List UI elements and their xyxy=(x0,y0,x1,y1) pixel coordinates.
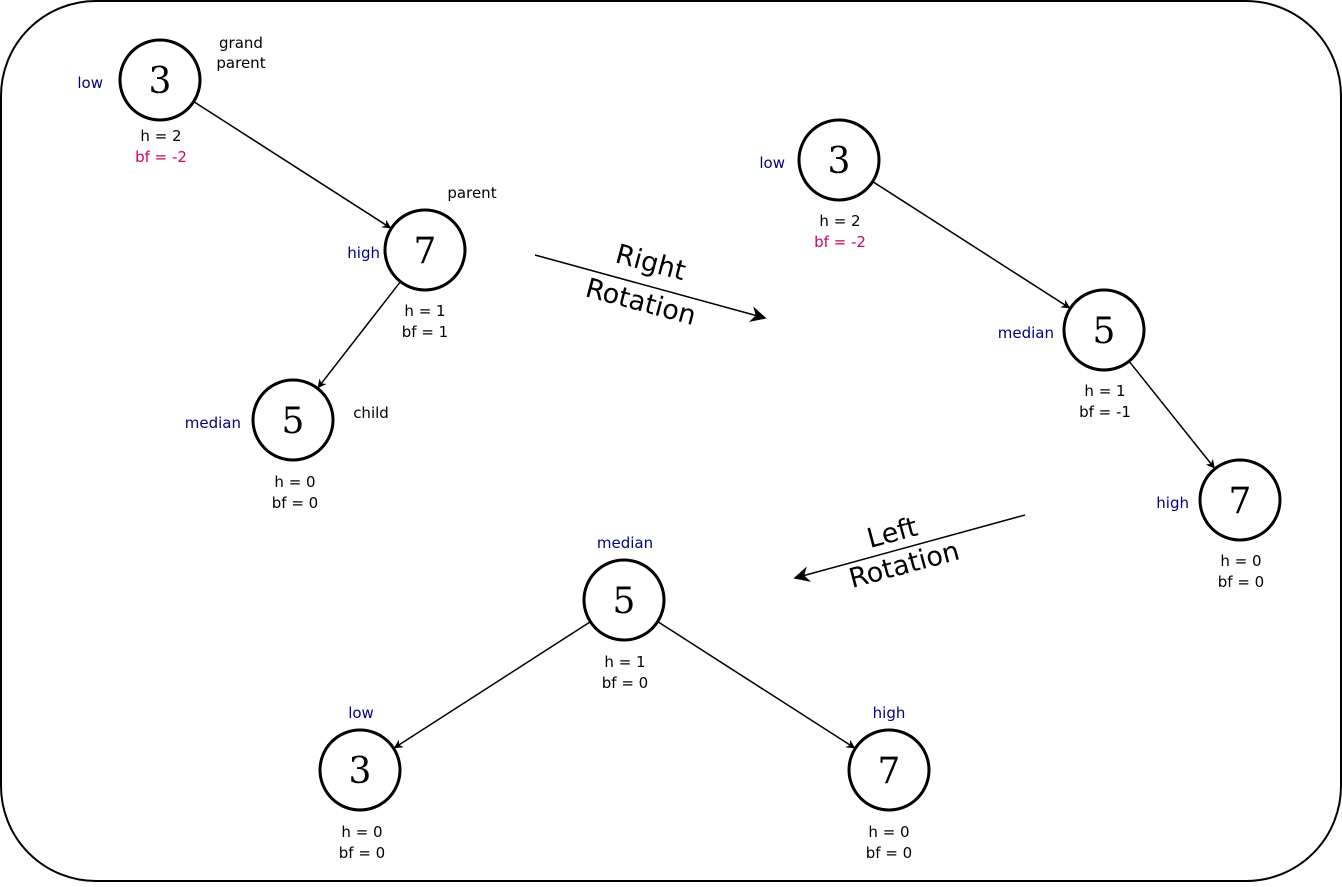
node-role-label: median xyxy=(998,324,1054,342)
node-balance-factor: bf = 0 xyxy=(866,844,912,862)
node-balance-factor: bf = -2 xyxy=(814,233,866,251)
node-value: 3 xyxy=(149,61,172,102)
node-circle xyxy=(318,728,402,812)
node-value: 7 xyxy=(878,751,901,792)
node-relation-label: parent xyxy=(216,54,265,72)
node-circle xyxy=(1198,458,1282,542)
tree-node: 3 low h = 2 bf = -2 xyxy=(759,118,881,251)
node-height: h = 1 xyxy=(1084,382,1125,400)
node-circle xyxy=(1062,288,1146,372)
node-circle xyxy=(118,38,202,122)
node-relation-label: grand xyxy=(219,34,263,52)
node-role-label: low xyxy=(759,154,785,172)
node-balance-factor: bf = 0 xyxy=(1218,573,1264,591)
node-height: h = 2 xyxy=(819,212,860,230)
edge-t1n3-to-t1n7 xyxy=(193,100,392,229)
node-value: 3 xyxy=(349,751,372,792)
node-relation-label: child xyxy=(353,404,389,422)
node-height: h = 1 xyxy=(604,653,645,671)
nodes-layer: 3 low grand parent h = 2 bf = -2 7 high parent h … xyxy=(77,34,1282,862)
node-relation-label: parent xyxy=(447,184,496,202)
edges-layer xyxy=(193,100,1215,749)
node-circle xyxy=(797,118,881,202)
node-role-label: high xyxy=(1156,494,1189,512)
tree-node: 7 high h = 0 bf = 0 xyxy=(1156,458,1282,591)
tree-node: 3 low h = 0 bf = 0 xyxy=(318,704,402,862)
node-circle xyxy=(251,378,335,462)
node-balance-factor: bf = 1 xyxy=(402,323,448,341)
node-height: h = 0 xyxy=(341,823,382,841)
node-role-label: median xyxy=(185,414,241,432)
node-value: 7 xyxy=(414,231,437,272)
node-role-label: high xyxy=(873,704,906,722)
node-balance-factor: bf = 0 xyxy=(602,674,648,692)
edge-t3n5-to-t3n7 xyxy=(657,620,856,749)
node-role-label: median xyxy=(597,534,653,552)
tree-node: 5 median child h = 0 bf = 0 xyxy=(185,378,389,512)
node-value: 5 xyxy=(1093,311,1116,352)
node-value: 5 xyxy=(613,581,636,622)
node-balance-factor: bf = -1 xyxy=(1079,403,1131,421)
tree-node: 7 high parent h = 1 bf = 1 xyxy=(347,184,496,341)
node-role-label: high xyxy=(347,244,380,262)
node-balance-factor: bf = 0 xyxy=(272,494,318,512)
node-height: h = 0 xyxy=(274,473,315,491)
node-height: h = 0 xyxy=(868,823,909,841)
node-role-label: low xyxy=(348,704,374,722)
node-balance-factor: bf = 0 xyxy=(339,844,385,862)
node-value: 7 xyxy=(1229,481,1252,522)
tree-node: 5 median h = 1 bf = 0 xyxy=(582,534,666,692)
node-circle xyxy=(847,728,931,812)
node-role-label: low xyxy=(77,74,103,92)
tree-node: 5 median h = 1 bf = -1 xyxy=(998,288,1146,421)
node-height: h = 2 xyxy=(140,127,181,145)
edge-t1n7-to-t1n5 xyxy=(317,281,402,389)
node-balance-factor: bf = -2 xyxy=(135,148,187,166)
node-value: 5 xyxy=(282,401,305,442)
edge-t2n3-to-t2n5 xyxy=(872,180,1071,309)
node-circle xyxy=(582,558,666,642)
node-height: h = 1 xyxy=(404,302,445,320)
tree-node: 7 high h = 0 bf = 0 xyxy=(847,704,931,862)
tree-node: 3 low grand parent h = 2 bf = -2 xyxy=(77,34,265,166)
edge-t2n5-to-t2n7 xyxy=(1128,360,1215,469)
node-circle xyxy=(383,208,467,292)
edge-t3n5-to-t3n3 xyxy=(393,621,591,749)
node-value: 3 xyxy=(828,141,851,182)
node-height: h = 0 xyxy=(1220,552,1261,570)
